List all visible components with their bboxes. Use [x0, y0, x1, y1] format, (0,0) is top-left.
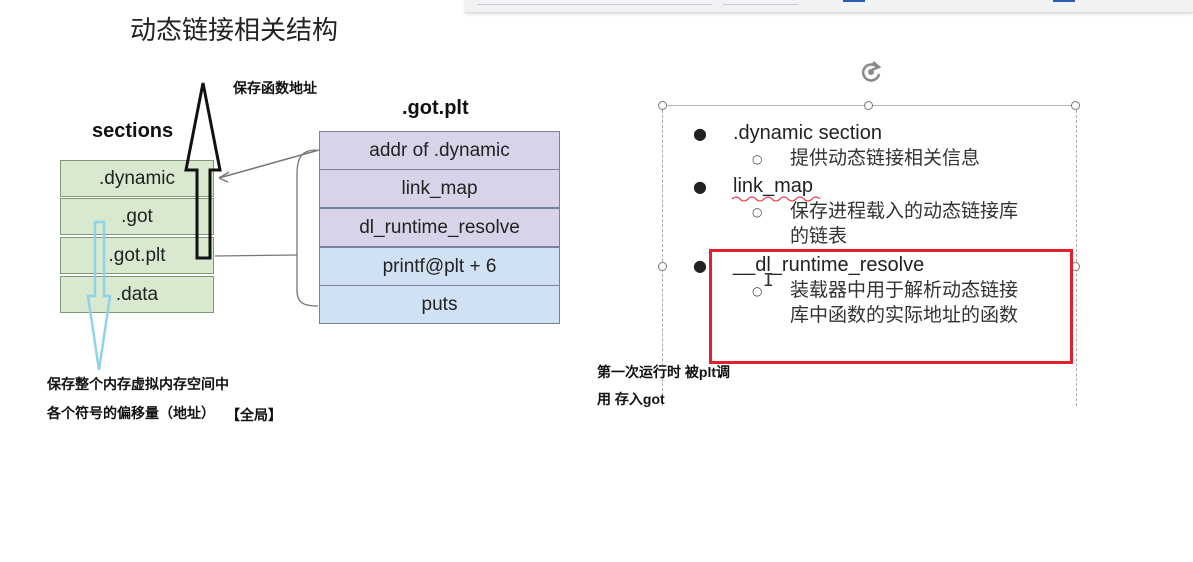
top-toolbar — [465, 0, 1193, 13]
note-offset-line2: 各个符号的偏移量（地址） — [47, 405, 215, 421]
note-save-function-address: 保存函数地址 — [233, 80, 317, 96]
note-global-tag: 【全局】 — [226, 407, 282, 423]
toolbar-button[interactable] — [1053, 0, 1075, 2]
resize-handle-left[interactable] — [658, 262, 667, 271]
bullet-icon: ● — [693, 124, 707, 143]
bullet-icon: ● — [693, 256, 707, 275]
note-first-run-line1: 第一次运行时 被plt调 — [597, 364, 730, 380]
page-title: 动态链接相关结构 — [130, 16, 339, 46]
resize-handle-top[interactable] — [864, 101, 873, 110]
down-arrow-icon — [86, 220, 112, 371]
sub-resolve-desc-line1: 装载器中用于解析动态链接 — [790, 279, 1019, 301]
sub-bullet-icon: ○ — [752, 284, 763, 298]
note-first-run-line2: 用 存入got — [597, 391, 665, 407]
section-got: .got — [60, 198, 214, 235]
sections-label: sections — [92, 120, 174, 142]
gotplt-bracket — [296, 149, 319, 307]
gotplt-entry-addr-dynamic: addr of .dynamic — [319, 131, 560, 170]
sub-link-map-desc-line1: 保存进程载入的动态链接库 — [790, 200, 1019, 222]
gotplt-label: .got.plt — [402, 97, 469, 119]
dynamic-pointer-line — [218, 149, 320, 179]
bullet-link-map: link_map — [733, 175, 814, 197]
sub-resolve-desc-line2: 库中函数的实际地址的函数 — [790, 304, 1019, 326]
toolbar-button[interactable] — [843, 0, 865, 2]
bullet-dynamic-section: .dynamic section — [733, 122, 882, 144]
resize-handle-top-left[interactable] — [658, 101, 667, 110]
bullet-dl-runtime-resolve: __dl_runtime_resolve — [733, 254, 925, 276]
section-data: .data — [60, 276, 214, 313]
up-arrow-icon — [184, 82, 222, 260]
bullet-icon: ● — [693, 177, 707, 196]
rotate-handle-icon[interactable] — [858, 59, 884, 85]
toolbar-segment — [723, 0, 798, 5]
section-got-plt: .got.plt — [60, 237, 214, 274]
gotplt-section-link — [214, 254, 298, 257]
dynamic-pointer-arrowhead — [218, 171, 230, 183]
gotplt-entry-dl-runtime-resolve: dl_runtime_resolve — [319, 208, 560, 247]
section-dynamic: .dynamic — [60, 160, 214, 197]
gotplt-entry-link-map: link_map — [319, 169, 560, 208]
resize-handle-top-right[interactable] — [1071, 101, 1080, 110]
spellcheck-underline — [732, 196, 821, 202]
sub-bullet-icon: ○ — [752, 152, 763, 166]
text-cursor-icon: I — [763, 270, 774, 291]
sub-bullet-icon: ○ — [752, 205, 763, 219]
sub-link-map-desc-line2: 的链表 — [790, 225, 848, 247]
toolbar-segment — [477, 0, 712, 5]
sub-dynamic-desc: 提供动态链接相关信息 — [790, 147, 981, 169]
note-offset-line1: 保存整个内存虚拟内存空间中 — [47, 376, 229, 392]
highlight-box — [709, 249, 1073, 364]
gotplt-entry-printf-plt: printf@plt + 6 — [319, 247, 560, 286]
gotplt-entry-puts: puts — [319, 285, 560, 324]
